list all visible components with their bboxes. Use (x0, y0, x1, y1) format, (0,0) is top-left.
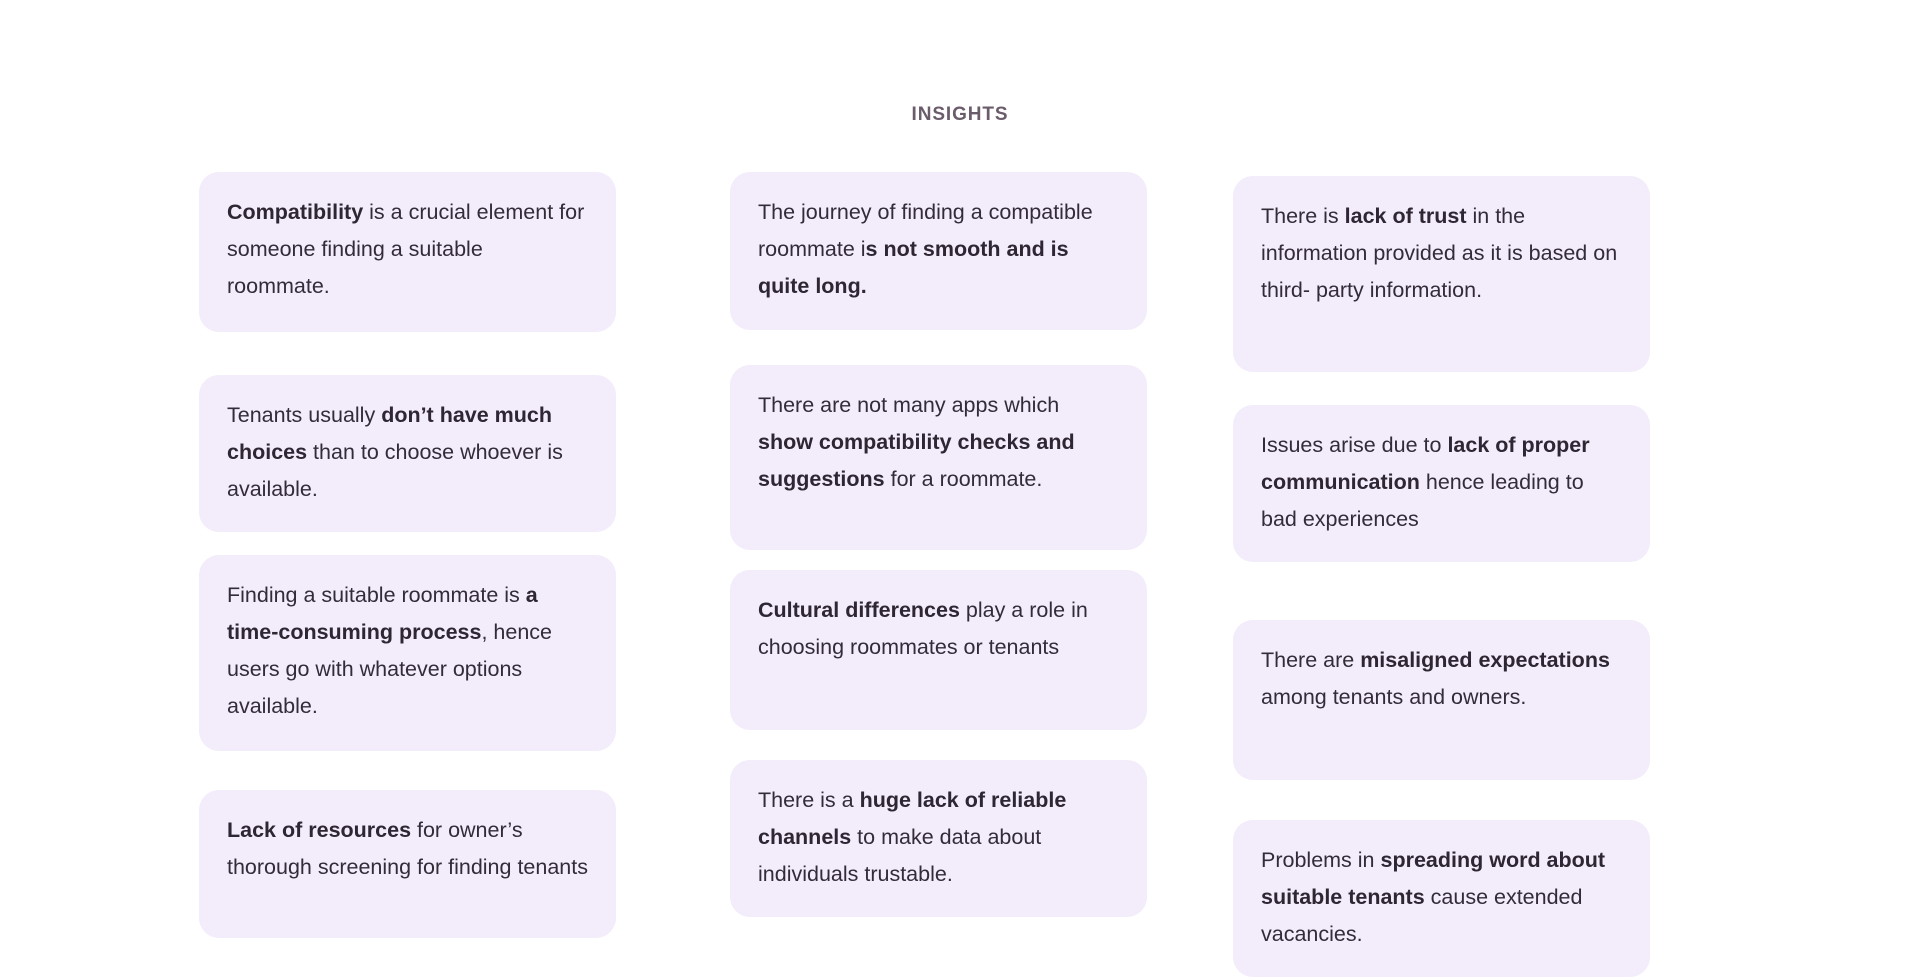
insight-text-run: The journey of finding a compatible room… (758, 200, 1093, 261)
insight-text-run: hence leading to bad experiences (1261, 470, 1584, 531)
insight-card[interactable]: There are not many apps which show compa… (730, 365, 1147, 550)
insight-emphasis: a time-consuming process (227, 583, 538, 644)
insight-card[interactable]: The journey of finding a compatible room… (730, 172, 1147, 330)
insight-card-text: The journey of finding a compatible room… (758, 194, 1119, 305)
insight-card[interactable]: Problems in spreading word about suitabl… (1233, 820, 1650, 977)
insight-text-run: for owner’s thorough screening for findi… (227, 818, 588, 879)
insight-card[interactable]: Compatibility is a crucial element for s… (199, 172, 616, 332)
insight-text-run: in the information provided as it is bas… (1261, 204, 1618, 302)
insight-text-run: than to choose whoever is available. (227, 440, 563, 501)
insight-text-run: Finding a suitable roommate is (227, 583, 526, 607)
insight-emphasis: don’t have much choices (227, 403, 553, 464)
insight-card[interactable]: There is a huge lack of reliable channel… (730, 760, 1147, 917)
insight-text-run: Issues arise due to (1261, 433, 1448, 457)
insight-emphasis: show compatibility checks and suggestion… (758, 430, 1075, 491)
insight-card[interactable]: Cultural differences play a role in choo… (730, 570, 1147, 730)
insight-card[interactable]: Finding a suitable roommate is a time-co… (199, 555, 616, 751)
insight-card-text: Finding a suitable roommate is a time-co… (227, 577, 588, 725)
insight-emphasis: misaligned expectations (1360, 648, 1610, 672)
insight-card-text: There is lack of trust in the informatio… (1261, 198, 1622, 309)
insight-emphasis: Lack of resources (227, 818, 412, 842)
insight-text-run: Tenants usually (227, 403, 382, 427)
insight-emphasis: Cultural differences (758, 598, 960, 622)
insight-card-text: There are not many apps which show compa… (758, 387, 1119, 498)
insight-emphasis: Compatibility (227, 200, 364, 224)
insight-text-run: is a crucial element for someone finding… (227, 200, 585, 298)
insight-text-run: There are (1261, 648, 1361, 672)
insight-text-run: among tenants and owners. (1261, 685, 1527, 709)
insight-text-run: to make data about individuals trustable… (758, 825, 1042, 886)
insight-card-text: Problems in spreading word about suitabl… (1261, 842, 1622, 953)
insight-card-text: Tenants usually don’t have much choices … (227, 397, 588, 508)
insight-text-run: There is (1261, 204, 1345, 228)
insight-card-text: There are misaligned expectations among … (1261, 642, 1622, 716)
page-title: INSIGHTS (911, 104, 1009, 125)
insight-emphasis: huge lack of reliable channels (758, 788, 1067, 849)
insight-text-run: cause extended vacancies. (1261, 885, 1583, 946)
insight-text-run: Problems in (1261, 848, 1381, 872)
insight-card-text: Issues arise due to lack of proper commu… (1261, 427, 1622, 538)
insight-text-run: , hence users go with whatever options a… (227, 620, 553, 718)
insight-emphasis: lack of proper communication (1261, 433, 1590, 494)
insight-emphasis: lack of trust (1344, 204, 1467, 228)
insight-card-text: Lack of resources for owner’s thorough s… (227, 812, 588, 886)
insight-card[interactable]: Lack of resources for owner’s thorough s… (199, 790, 616, 938)
insight-card[interactable]: Issues arise due to lack of proper commu… (1233, 405, 1650, 562)
insight-emphasis: spreading word about suitable tenants (1261, 848, 1606, 909)
insight-card[interactable]: Tenants usually don’t have much choices … (199, 375, 616, 532)
insight-text-run: play a role in choosing roommates or ten… (758, 598, 1088, 659)
insight-card-text: Compatibility is a crucial element for s… (227, 194, 588, 305)
insight-card[interactable]: There is lack of trust in the informatio… (1233, 176, 1650, 372)
insight-card-text: There is a huge lack of reliable channel… (758, 782, 1119, 893)
insight-text-run: There is a (758, 788, 860, 812)
insight-text-run: There are not many apps which (758, 393, 1060, 417)
insight-emphasis: s not smooth and is quite long. (758, 237, 1069, 298)
insight-text-run: for a roommate. (884, 467, 1043, 491)
insight-card-text: Cultural differences play a role in choo… (758, 592, 1119, 666)
insight-card[interactable]: There are misaligned expectations among … (1233, 620, 1650, 780)
